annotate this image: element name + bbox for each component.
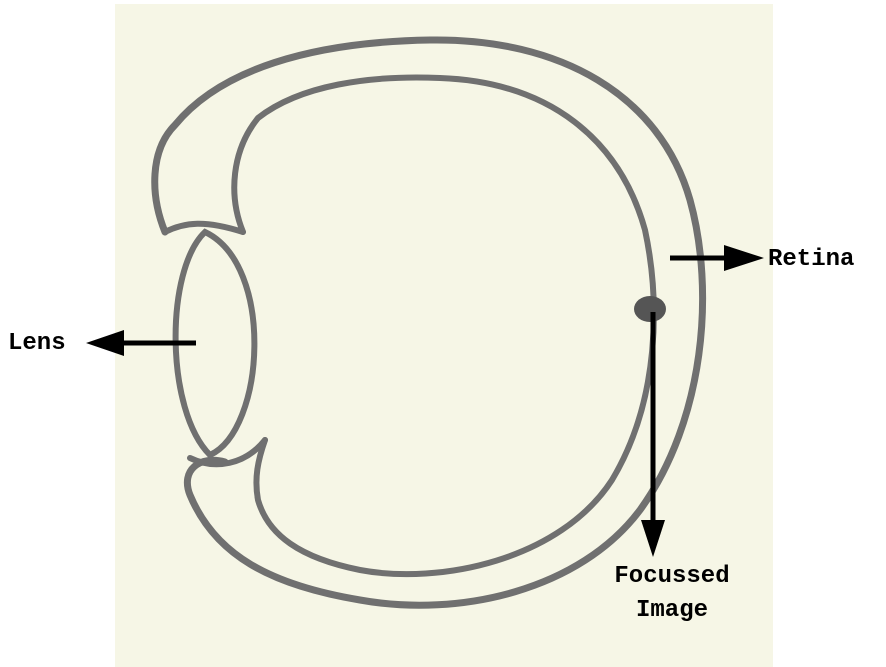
- lens-label: Lens: [8, 330, 66, 358]
- focused-image-label-line1: Focussed: [590, 560, 754, 594]
- lens-arrow-head: [86, 330, 124, 356]
- retina-label: Retina: [768, 246, 854, 274]
- focused-image-label: Focussed Image: [590, 560, 754, 628]
- focused-image-dot: [634, 296, 666, 322]
- focused-image-label-line2: Image: [590, 594, 754, 628]
